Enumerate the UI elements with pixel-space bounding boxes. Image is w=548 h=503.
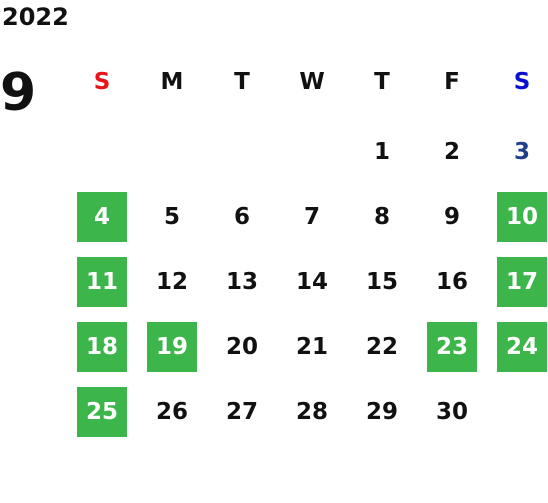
day-25[interactable]: 25 [77,386,127,437]
day-15[interactable]: 15 [365,268,398,295]
day-cell: 5 [137,184,207,249]
day-cell: 1 [347,119,417,184]
day-cell: 30 [417,379,487,444]
day-cell: 15 [347,249,417,314]
day-8[interactable]: 8 [373,203,390,230]
day-cell: 26 [137,379,207,444]
day-cell: 20 [207,314,277,379]
day-cell: 18 [67,314,137,379]
day-24[interactable]: 24 [497,321,547,372]
day-14[interactable]: 14 [295,268,328,295]
day-cell: 3 [487,119,548,184]
day-cell: 29 [347,379,417,444]
day-7[interactable]: 7 [303,203,320,230]
day-cell: 19 [137,314,207,379]
day-12[interactable]: 12 [155,268,188,295]
day-cell: 24 [487,314,548,379]
day-17[interactable]: 17 [497,256,547,307]
day-2[interactable]: 2 [443,138,460,165]
day-cell: 23 [417,314,487,379]
day-cell: 12 [137,249,207,314]
day-cell: 11 [67,249,137,314]
day-28[interactable]: 28 [295,398,328,425]
day-cell: 14 [277,249,347,314]
weekday-header-thursday: T [374,68,390,95]
day-11[interactable]: 11 [77,256,127,307]
day-cell: 21 [277,314,347,379]
day-29[interactable]: 29 [365,398,398,425]
day-16[interactable]: 16 [435,268,468,295]
day-30[interactable]: 30 [435,398,468,425]
weekday-header-friday: F [444,68,460,95]
day-cell: 25 [67,379,137,444]
day-9[interactable]: 9 [443,203,460,230]
day-27[interactable]: 27 [225,398,258,425]
day-cell: 4 [67,184,137,249]
day-5[interactable]: 5 [163,203,180,230]
day-26[interactable]: 26 [155,398,188,425]
day-21[interactable]: 21 [295,333,328,360]
day-cell: 2 [417,119,487,184]
day-18[interactable]: 18 [77,321,127,372]
day-cell: 28 [277,379,347,444]
day-cell: 6 [207,184,277,249]
day-13[interactable]: 13 [225,268,258,295]
day-cell: 16 [417,249,487,314]
day-cell: 7 [277,184,347,249]
day-cell: 8 [347,184,417,249]
day-20[interactable]: 20 [225,333,258,360]
day-cell: 17 [487,249,548,314]
day-cell: 13 [207,249,277,314]
weekday-header-tuesday: T [234,68,250,95]
day-19[interactable]: 19 [147,321,197,372]
calendar-month: 9 [0,63,37,123]
day-cell: 9 [417,184,487,249]
day-3[interactable]: 3 [513,138,530,165]
day-6[interactable]: 6 [233,203,250,230]
day-cell: 10 [487,184,548,249]
weekday-header-saturday: S [513,68,531,95]
day-10[interactable]: 10 [497,191,547,242]
day-1[interactable]: 1 [373,138,390,165]
weekday-header-sunday: S [93,68,111,95]
weekday-header-monday: M [160,68,184,95]
weekday-header-wednesday: W [299,68,325,95]
day-23[interactable]: 23 [427,321,477,372]
day-cell: 22 [347,314,417,379]
day-22[interactable]: 22 [365,333,398,360]
day-cell: 27 [207,379,277,444]
day-4[interactable]: 4 [77,191,127,242]
calendar-year: 2022 [2,3,69,31]
